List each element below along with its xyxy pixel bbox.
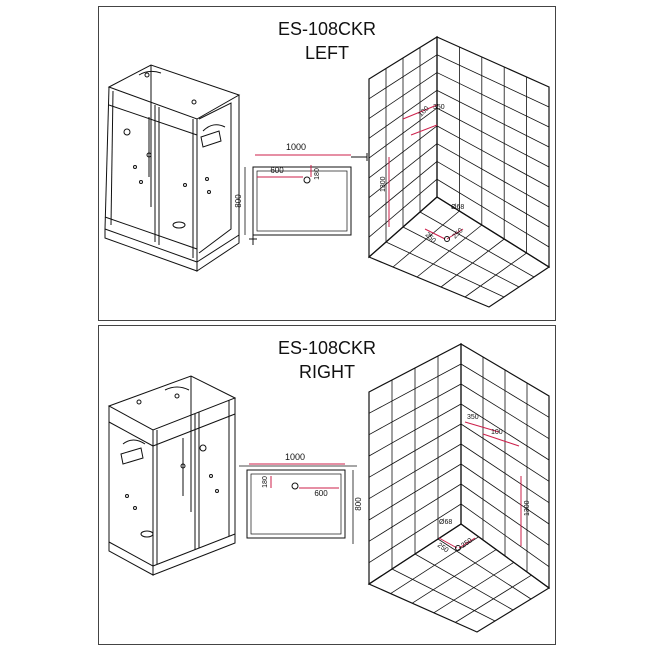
shower-cabin-drawing — [104, 64, 241, 272]
room-drain-label: Ø68 — [451, 204, 464, 211]
room-height-label: 1300 — [380, 176, 387, 192]
plan-depth-label: 800 — [234, 194, 243, 208]
variant-title: LEFT — [304, 43, 349, 63]
plan-depth-label: 800 — [354, 497, 363, 511]
model-title: ES-108CKR — [277, 19, 377, 39]
left-drawings: 1000 600 180 800 100 350 1300 Ø68 250 25… — [104, 35, 551, 308]
floor-plan: 1000 600 180 800 — [239, 452, 363, 544]
room-d2-label: 250 — [460, 537, 474, 549]
room-drain-label: Ø68 — [439, 519, 452, 526]
tiled-room-drawing — [367, 342, 551, 633]
plan-width-label: 1000 — [285, 452, 305, 462]
room-height-label: 1300 — [524, 500, 531, 516]
plan-width-label: 1000 — [286, 142, 306, 152]
tiled-room-drawing — [367, 35, 551, 308]
panel-right: ES-108CKR RIGHT — [98, 325, 556, 645]
model-title: ES-108CKR — [277, 338, 377, 358]
room-d1-label: 250 — [436, 542, 450, 554]
plan-offset-label: 600 — [270, 166, 284, 175]
plan-drain-label: 180 — [262, 476, 269, 488]
room-h2-label: 350 — [433, 104, 445, 111]
room-h1-label: 350 — [467, 414, 479, 421]
right-drawings: 1000 600 180 800 350 100 1300 Ø68 250 25… — [107, 342, 551, 633]
variant-title: RIGHT — [299, 362, 355, 382]
plan-drain-label: 180 — [314, 168, 321, 180]
room-h1-label: 100 — [417, 105, 430, 118]
room-dimensions — [438, 421, 522, 549]
room-dimensions — [388, 104, 464, 240]
room-h2-label: 100 — [491, 429, 503, 436]
floor-plan: 1000 600 180 800 — [234, 142, 368, 245]
plan-offset-label: 600 — [314, 489, 328, 498]
panel-left: ES-108CKR LEFT — [98, 6, 556, 321]
shower-cabin-drawing — [107, 375, 237, 576]
